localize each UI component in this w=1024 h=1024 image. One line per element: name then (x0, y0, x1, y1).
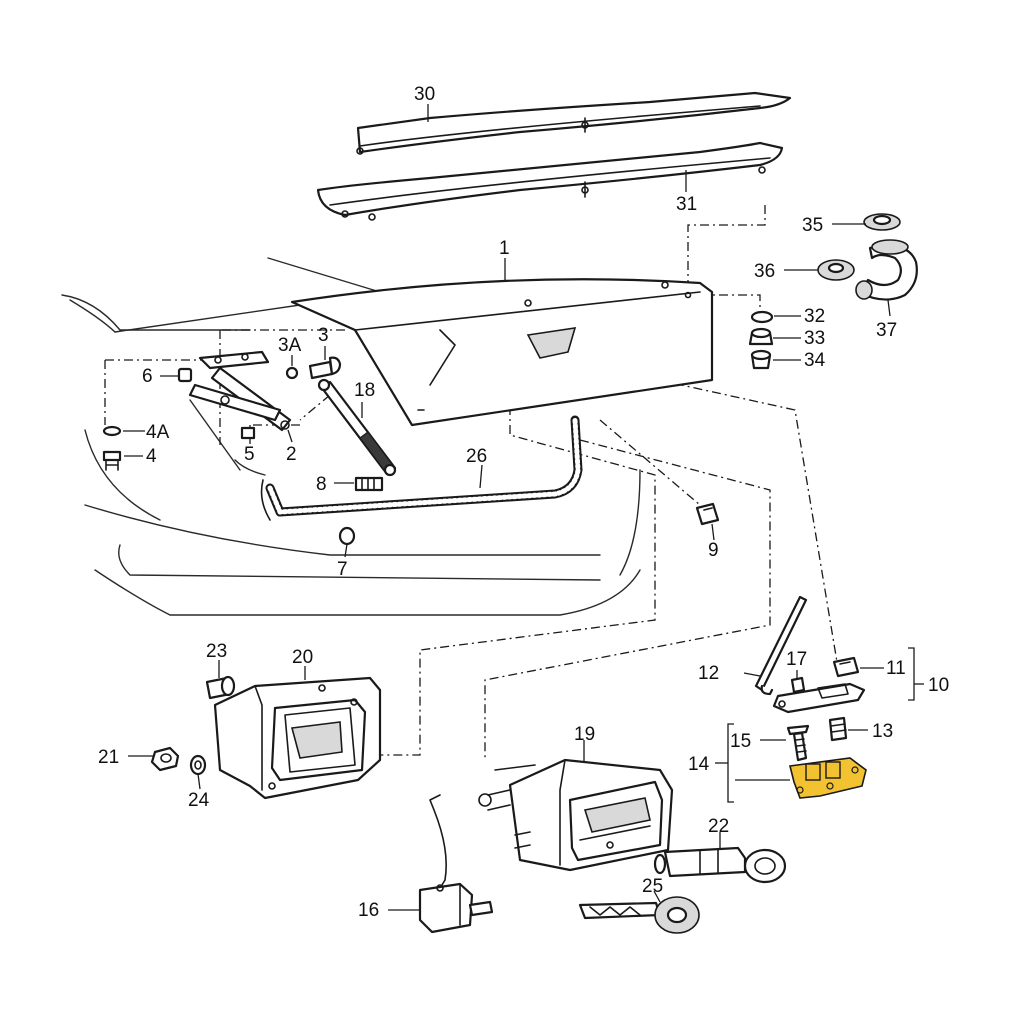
label-2: 2 (286, 444, 297, 465)
label-35: 35 (802, 215, 823, 236)
label-11: 11 (886, 658, 906, 679)
label-36: 36 (754, 261, 775, 282)
label-20: 20 (292, 647, 313, 668)
label-17: 17 (786, 649, 807, 670)
part-31-lower-spoiler (316, 141, 784, 221)
label-22: 22 (708, 816, 729, 837)
part-8-spring (354, 476, 384, 492)
label-12: 12 (698, 663, 719, 684)
part-19-handle (478, 758, 674, 872)
part-3-bolts (285, 356, 342, 380)
part-30-upper-spoiler (356, 91, 792, 155)
part-25-key (578, 896, 700, 934)
label-18: 18 (354, 380, 375, 401)
label-21: 21 (98, 747, 119, 768)
label-7: 7 (337, 559, 348, 580)
part-23-bushing (205, 675, 236, 700)
label-19: 19 (574, 724, 595, 745)
part-13-bolt (828, 716, 848, 742)
label-15: 15 (730, 731, 751, 752)
part-20-lock-housing (213, 676, 382, 800)
label-30: 30 (414, 84, 435, 105)
part-36-grommet (817, 259, 855, 281)
label-4a: 4A (146, 422, 170, 443)
label-13: 13 (872, 721, 893, 742)
part-35-grommet (863, 213, 901, 231)
part-10-latch-plate (772, 682, 866, 714)
part-33-nut (748, 327, 774, 346)
part-7-plug (338, 526, 356, 546)
label-9: 9 (708, 540, 719, 561)
part-32-washer (750, 310, 774, 324)
label-5: 5 (244, 444, 255, 465)
label-1: 1 (499, 238, 510, 259)
hinge-assembly (177, 350, 292, 440)
label-3: 3 (318, 325, 329, 346)
part-1-rear-lid (290, 278, 714, 427)
part-24-washer (189, 754, 207, 776)
label-25: 25 (642, 876, 663, 897)
label-26: 26 (466, 446, 487, 467)
part-17-screw (790, 676, 806, 694)
label-34: 34 (804, 350, 826, 371)
label-6: 6 (142, 366, 153, 387)
label-23: 23 (206, 641, 227, 662)
part-labels: 30 31 1 35 36 32 33 34 37 3 3A 6 18 4A 4… (98, 84, 949, 921)
leader-lines (123, 104, 924, 911)
part-26-seal (260, 415, 583, 521)
part-22-lock-cylinder (653, 846, 787, 884)
part-12-rod (754, 595, 808, 696)
part-14-latch-highlighted (789, 757, 867, 799)
part-11-clip (832, 656, 860, 678)
part-15-screw (786, 724, 810, 762)
label-32: 32 (804, 306, 825, 327)
label-16: 16 (358, 900, 379, 921)
label-37: 37 (876, 320, 897, 341)
part-18-gas-strut (317, 378, 397, 477)
label-33: 33 (804, 328, 825, 349)
label-24: 24 (188, 790, 210, 811)
part-21-nut (150, 746, 180, 772)
part-37-hose (855, 239, 918, 301)
part-4-bolt (102, 425, 122, 471)
part-9-clip (695, 502, 720, 526)
label-14: 14 (688, 754, 710, 775)
label-10: 10 (928, 675, 949, 696)
label-3a: 3A (278, 335, 302, 356)
part-34-cap-nut (750, 349, 772, 370)
part-16-switch (418, 794, 494, 934)
label-4: 4 (146, 446, 157, 467)
label-31: 31 (676, 194, 697, 215)
label-8: 8 (316, 474, 327, 495)
